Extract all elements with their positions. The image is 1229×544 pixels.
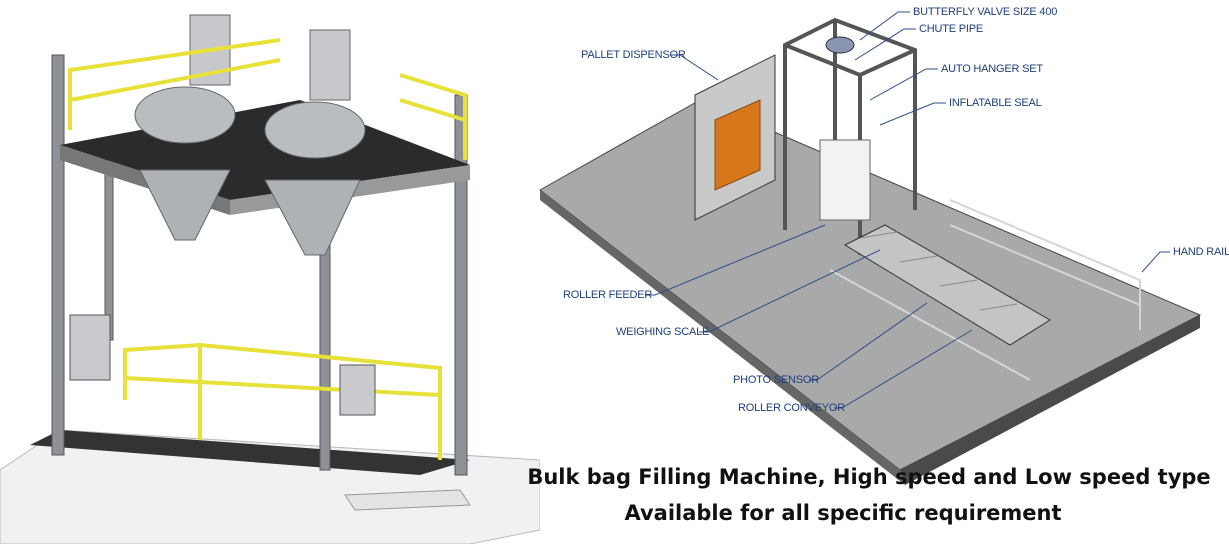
label-butterfly-valve: BUTTERFLY VALVE SIZE 400 [913, 6, 1058, 18]
label-weighing-scale: WEIGHING SCALE [616, 326, 710, 338]
label-inflatable-seal: INFLATABLE SEAL [949, 97, 1042, 109]
label-photo-sensor: PHOTO SENSOR [733, 374, 820, 386]
caption-line-2: Available for all specific requirement [624, 501, 1062, 525]
label-auto-hanger-set: AUTO HANGER SET [941, 63, 1043, 75]
label-hand-rail: HAND RAIL [1173, 246, 1229, 258]
label-roller-conveyor: ROLLER CONVEYOR [738, 402, 846, 414]
label-roller-feeder: ROLLER FEEDER [563, 289, 653, 301]
label-pallet-dispensor: PALLET DISPENSOR [581, 49, 686, 61]
label-chute-pipe: CHUTE PIPE [919, 23, 984, 35]
left-machine-illustration [0, 14, 540, 544]
caption-line-1: Bulk bag Filling Machine, High speed and… [527, 465, 1211, 489]
